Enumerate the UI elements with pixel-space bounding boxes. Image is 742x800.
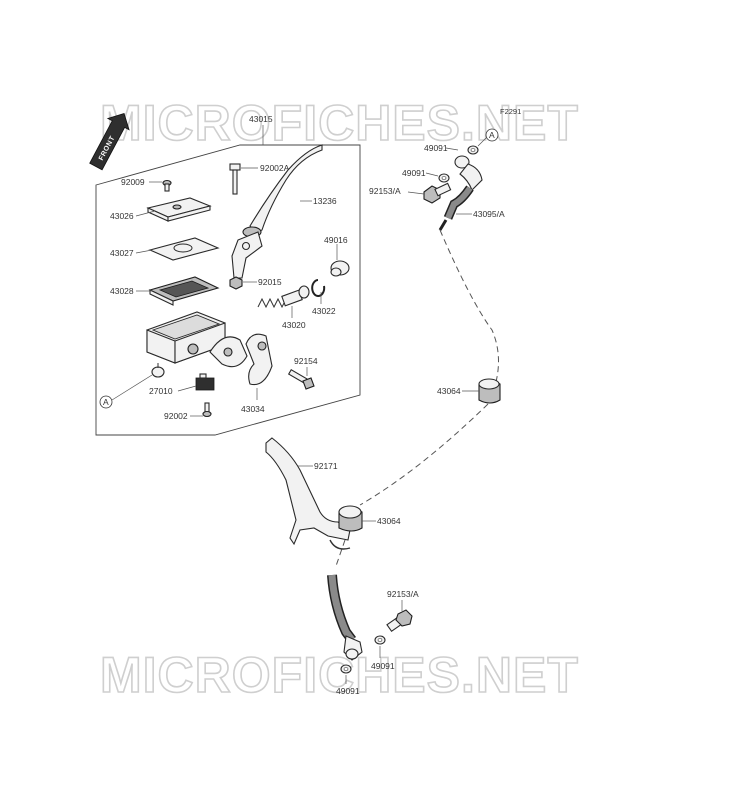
- label-27010: 27010: [149, 386, 173, 396]
- banjo-fitting-lower: [343, 635, 363, 661]
- master-cylinder-body: [146, 311, 248, 378]
- reservoir-cap-43026: [146, 197, 212, 222]
- watermark-bottom: MICROFICHES.NET: [100, 647, 579, 703]
- piston-spring-43020: [257, 285, 310, 309]
- label-43026: 43026: [110, 211, 134, 221]
- bolt-92154: [287, 369, 315, 390]
- assembly-outline: [95, 144, 361, 436]
- grommet-43064-top: [478, 378, 501, 404]
- label-43064-bottom: 43064: [377, 516, 401, 526]
- diagram-code: F2291: [500, 107, 521, 116]
- brake-lever-13236: [231, 144, 323, 279]
- label-49091-a: 49091: [424, 143, 448, 153]
- washer-49091-lower-right: [374, 635, 386, 645]
- label-43022: 43022: [312, 306, 336, 316]
- label-43095A: 43095/A: [473, 209, 505, 219]
- label-92153A-bottom: 92153/A: [387, 589, 419, 599]
- label-92153A-top: 92153/A: [369, 186, 401, 196]
- label-49091-c: 49091: [371, 661, 395, 671]
- pivot-bolt-92002A: [229, 163, 241, 195]
- label-43064-top: 43064: [437, 386, 461, 396]
- label-43034: 43034: [241, 404, 265, 414]
- hose-bracket-92171: [265, 437, 351, 550]
- diaphragm-43028: [148, 276, 220, 306]
- label-43028: 43028: [110, 286, 134, 296]
- holder-43034: [245, 333, 273, 386]
- banjo-fitting-upper: [454, 155, 483, 191]
- screw-92009: [162, 179, 172, 192]
- label-49016: 49016: [324, 235, 348, 245]
- label-92171: 92171: [314, 461, 338, 471]
- screw-92002: [202, 402, 212, 418]
- washer-49091-mid: [438, 173, 450, 183]
- ref-a-left-label: A: [103, 397, 109, 407]
- label-13236: 13236: [313, 196, 337, 206]
- banjo-bolt-92153A-bottom: [386, 609, 413, 633]
- label-92154: 92154: [294, 356, 318, 366]
- washer-49091-lower-left: [340, 664, 352, 674]
- grommet-43064-bottom: [338, 505, 363, 532]
- dust-boot-49016: [330, 260, 350, 277]
- hose-route-middle: [359, 403, 489, 506]
- label-92015: 92015: [258, 277, 282, 287]
- hose-route-lower: [335, 539, 346, 567]
- label-49091-b: 49091: [402, 168, 426, 178]
- brake-hose-lower: [327, 574, 356, 643]
- watermark-top: MICROFICHES.NET: [100, 95, 579, 151]
- label-49091-d: 49091: [336, 686, 360, 696]
- label-43027: 43027: [110, 248, 134, 258]
- brake-hose-upper: [438, 185, 474, 231]
- label-92009: 92009: [121, 177, 145, 187]
- label-43020: 43020: [282, 320, 306, 330]
- label-92002A: 92002A: [260, 163, 290, 173]
- banjo-bolt-92153A-top: [423, 182, 452, 204]
- ref-a-right-label: A: [489, 130, 495, 140]
- label-43015: 43015: [249, 114, 273, 124]
- ref-a-right: [485, 128, 499, 142]
- brake-switch-27010: [195, 373, 215, 391]
- diaphragm-plate-43027: [148, 237, 220, 261]
- ref-a-left: [99, 395, 113, 409]
- label-92002: 92002: [164, 411, 188, 421]
- circlip-43022: [311, 279, 326, 297]
- washer-49091-top: [467, 145, 479, 155]
- nut-92015: [229, 276, 243, 290]
- hose-route-upper: [439, 229, 499, 396]
